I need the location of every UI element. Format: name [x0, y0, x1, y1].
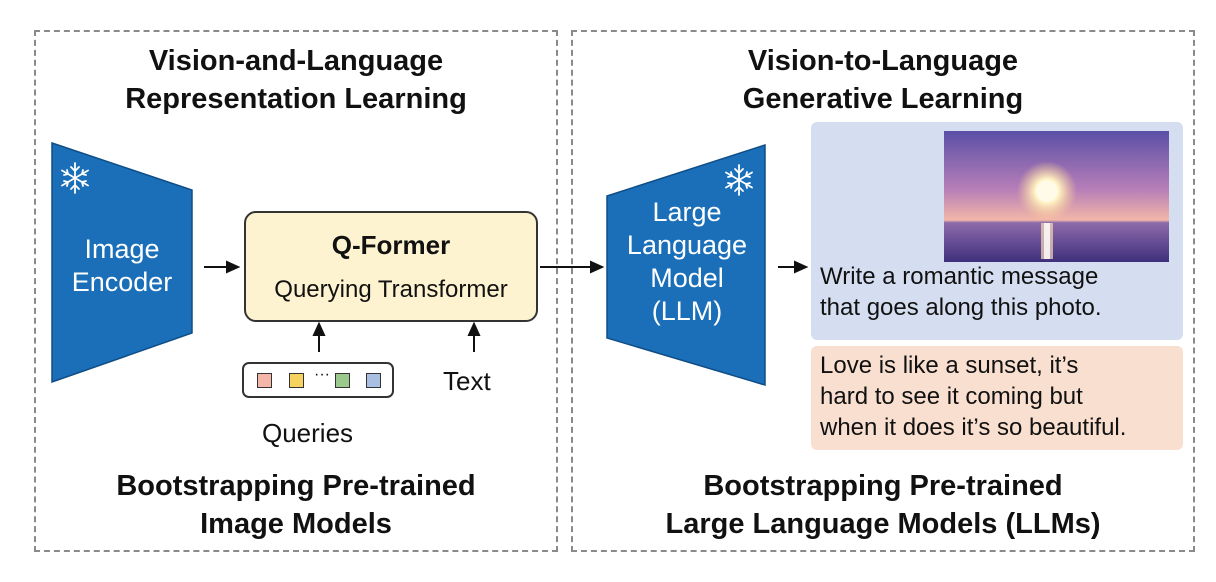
llm-line3: Model	[650, 263, 724, 293]
left-title-line2: Representation Learning	[125, 83, 467, 115]
right-panel-title: Vision-to-Language Generative Learning	[571, 42, 1195, 118]
query-token	[289, 373, 304, 388]
snowflake-icon	[61, 162, 89, 194]
sunset-photo	[944, 131, 1169, 262]
prompt-line1: Write a romantic message	[820, 263, 1099, 290]
text-label: Text	[443, 366, 491, 396]
right-title-line1: Vision-to-Language	[747, 45, 1019, 77]
right-caption-line2: Large Language Models (LLMs)	[665, 508, 1101, 540]
left-caption-line2: Image Models	[200, 508, 392, 540]
llm-line4: (LLM)	[651, 296, 723, 326]
query-token	[335, 373, 350, 388]
image-encoder-line1: Image	[84, 234, 160, 264]
answer-line2: hard to see it coming but	[820, 383, 1083, 410]
qformer-title: Q-Former	[331, 230, 451, 260]
right-title-line2: Generative Learning	[742, 83, 1024, 115]
prompt-text: Write a romantic message that goes along…	[820, 261, 1102, 323]
queries-box: ···	[242, 362, 394, 398]
arrowhead	[312, 321, 326, 336]
qformer-subtitle: Querying Transformer	[274, 276, 508, 303]
right-panel-caption: Bootstrapping Pre-trained Large Language…	[571, 467, 1195, 543]
qformer-box: Q-Former Querying Transformer	[244, 211, 538, 322]
image-encoder-shape	[51, 141, 193, 384]
queries-label: Queries	[262, 418, 354, 448]
answer-text: Love is like a sunset, it’s hard to see …	[820, 350, 1126, 443]
answer-line1: Love is like a sunset, it’s	[820, 352, 1079, 379]
arrowhead	[590, 260, 605, 274]
image-encoder-line2: Encoder	[71, 267, 173, 297]
query-token	[366, 373, 381, 388]
left-panel-title: Vision-and-Language Representation Learn…	[34, 42, 558, 118]
arrowhead	[467, 321, 481, 336]
left-panel-caption: Bootstrapping Pre-trained Image Models	[34, 467, 558, 543]
llm-shape	[606, 143, 766, 387]
generative-learning-panel	[571, 30, 1195, 552]
image-encoder-label: Image Encoder	[56, 233, 188, 299]
llm-line1: Large	[652, 197, 722, 227]
right-caption-line1: Bootstrapping Pre-trained	[703, 470, 1063, 502]
left-title-line1: Vision-and-Language	[148, 45, 444, 77]
arrowhead	[794, 260, 809, 274]
query-ellipsis: ···	[314, 366, 330, 383]
left-caption-line1: Bootstrapping Pre-trained	[116, 470, 476, 502]
snowflake-icon	[725, 164, 753, 196]
prompt-line2: that goes along this photo.	[820, 294, 1102, 321]
arrowhead	[226, 260, 241, 274]
answer-box	[811, 346, 1183, 450]
query-token	[257, 373, 272, 388]
llm-line2: Language	[626, 230, 748, 260]
llm-label: Large Language Model (LLM)	[612, 196, 762, 328]
representation-learning-panel	[34, 30, 558, 552]
answer-line3: when it does it’s so beautiful.	[820, 414, 1127, 441]
